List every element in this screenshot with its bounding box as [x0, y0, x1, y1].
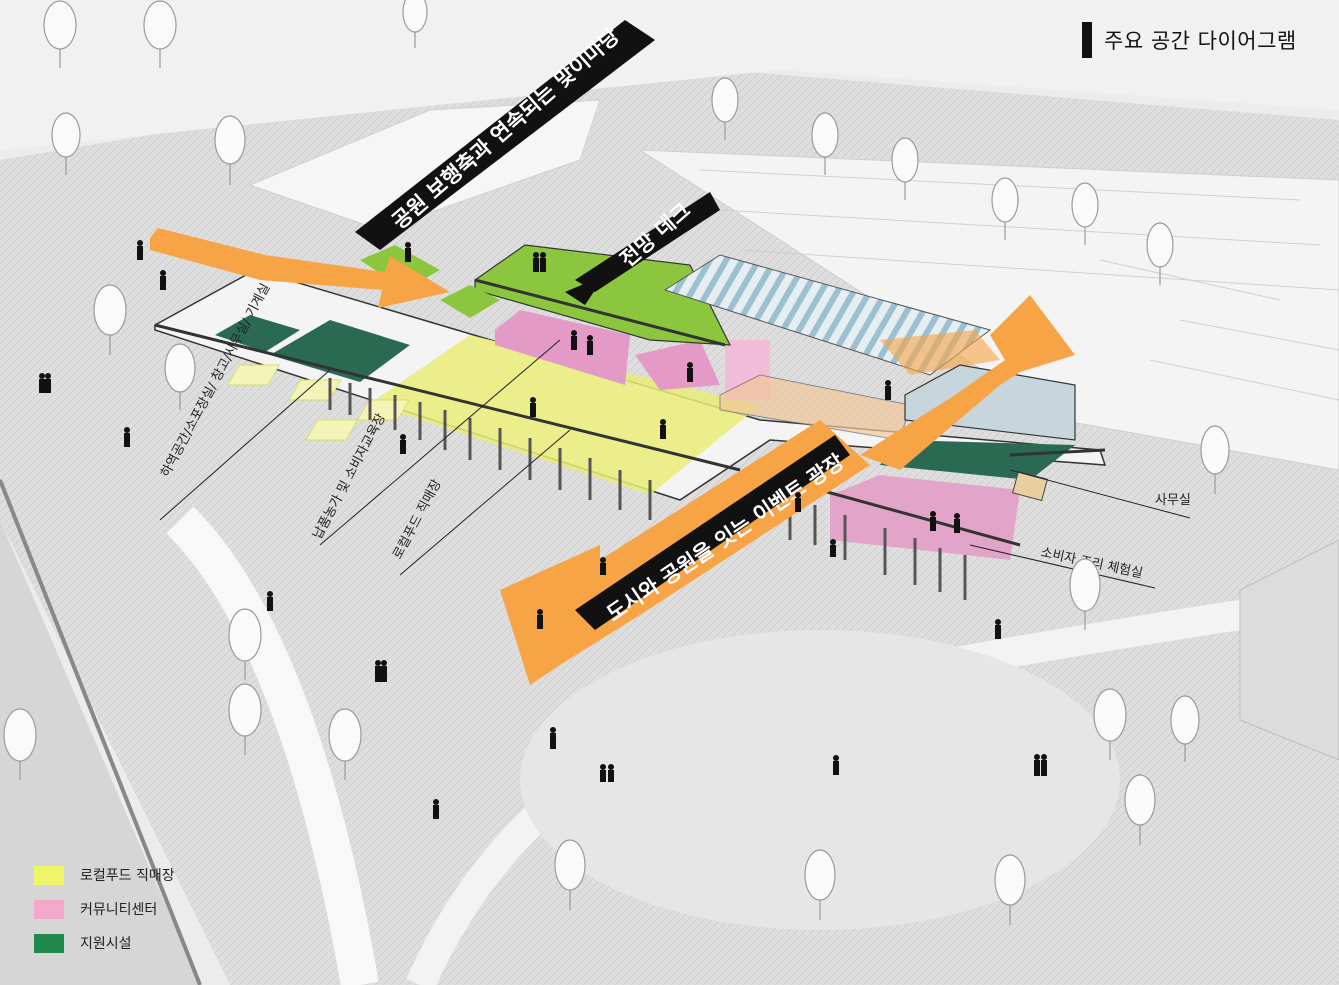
person	[267, 591, 273, 611]
tree	[1200, 425, 1230, 494]
green-patch-2	[440, 285, 500, 318]
tree	[164, 343, 196, 410]
tree	[804, 849, 836, 920]
legend-swatch	[34, 933, 64, 953]
tree	[228, 683, 262, 755]
person	[687, 362, 693, 382]
person	[540, 252, 546, 272]
tree	[93, 284, 127, 355]
tree	[811, 112, 839, 175]
person	[381, 660, 387, 682]
person	[954, 513, 960, 533]
person	[608, 764, 614, 782]
person	[137, 240, 143, 260]
tree	[891, 137, 919, 200]
person	[537, 609, 543, 629]
person	[885, 380, 891, 400]
tree	[991, 177, 1019, 240]
tree	[1170, 695, 1200, 762]
arrow-entrance	[150, 228, 450, 308]
person	[795, 492, 801, 512]
tree	[143, 0, 177, 68]
walkway-curve-left	[166, 506, 379, 985]
tree	[402, 0, 428, 48]
office-zone	[880, 440, 1075, 480]
canopy-orange-accent	[880, 330, 1000, 375]
tree	[554, 839, 586, 910]
person	[1041, 754, 1047, 776]
adjacent-building	[1239, 539, 1339, 761]
legend-label: 로컬푸드 직매장	[80, 868, 175, 884]
community-zone-upper	[495, 310, 630, 385]
tree	[214, 115, 246, 185]
event-plaza-lawn	[520, 630, 1120, 930]
person	[600, 557, 606, 575]
person	[930, 511, 936, 531]
diagram-title: 주요 공간 다이어그램	[1082, 22, 1297, 58]
arrow-northeast	[860, 295, 1075, 470]
person	[571, 330, 577, 350]
person	[530, 397, 536, 417]
tree	[1093, 688, 1127, 760]
legend-swatch	[34, 865, 64, 885]
tree	[51, 112, 81, 175]
person	[375, 660, 381, 682]
trees	[3, 0, 1230, 925]
person	[39, 373, 45, 393]
person	[550, 727, 556, 749]
local-food-market-zone	[375, 335, 760, 495]
tree	[1124, 774, 1156, 845]
label-office: 사무실	[1155, 493, 1191, 508]
legend-item-support: 지원시설	[34, 926, 175, 960]
legend: 로컬푸드 직매장 커뮤니티센터 지원시설	[34, 858, 175, 960]
person	[400, 434, 406, 454]
legend-item-local-food: 로컬푸드 직매장	[34, 858, 175, 892]
person	[600, 764, 606, 782]
person	[830, 539, 836, 557]
callout-lines	[159, 339, 1191, 589]
person	[587, 335, 593, 355]
person	[45, 373, 51, 393]
person	[124, 427, 130, 447]
person	[533, 252, 539, 272]
person	[660, 419, 666, 439]
office-desk-block	[1012, 470, 1048, 502]
tree	[1069, 558, 1101, 630]
person	[160, 270, 166, 290]
tree	[1146, 222, 1174, 285]
page-title: 주요 공간 다이어그램	[1104, 29, 1297, 53]
support-room-2	[215, 315, 300, 352]
support-room-1	[270, 320, 410, 382]
legend-label: 지원시설	[80, 936, 132, 952]
person	[995, 619, 1001, 639]
people	[39, 240, 1047, 819]
left-edge-line	[0, 479, 202, 985]
tree	[711, 77, 739, 140]
person	[833, 755, 839, 775]
person	[433, 799, 439, 819]
tree	[228, 608, 262, 680]
person	[1034, 754, 1040, 776]
road-top	[0, 0, 1339, 150]
legend-swatch	[34, 899, 64, 919]
tree	[328, 708, 362, 780]
tree	[43, 0, 77, 68]
tree	[3, 708, 37, 780]
community-zone-mid	[635, 340, 720, 390]
legend-label: 커뮤니티센터	[80, 902, 158, 918]
legend-item-community: 커뮤니티센터	[34, 892, 175, 926]
roof-beams	[154, 278, 1106, 547]
title-bar	[1082, 22, 1092, 58]
tree	[994, 854, 1026, 925]
connector-bridge	[719, 374, 911, 441]
person	[405, 242, 411, 262]
tree	[1071, 182, 1099, 245]
